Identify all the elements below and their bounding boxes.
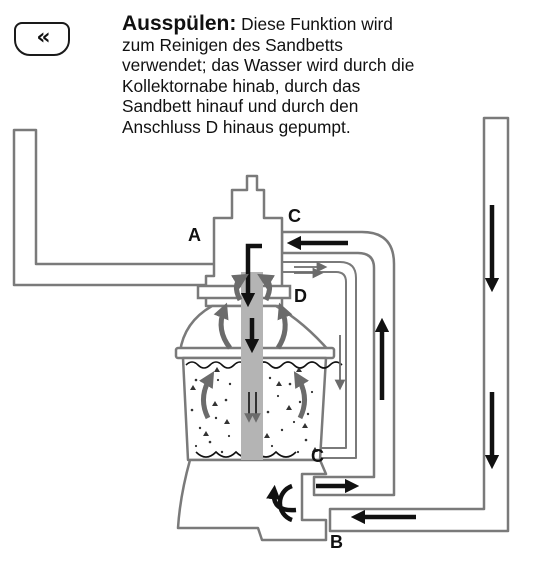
description-line-1: Ausspülen: Diese Funktion wird <box>122 12 482 35</box>
collector-hub <box>241 272 263 460</box>
flow-arrows-grey-thin <box>294 261 346 391</box>
double-chevron-left-icon: « <box>36 25 50 50</box>
pipe-b <box>328 116 510 533</box>
hub-down-arrows <box>244 392 261 423</box>
description-line-6: Anschluss D hinaus gepumpt. <box>122 116 351 137</box>
port-label-b: B <box>330 532 343 552</box>
pump-base <box>176 458 328 542</box>
description-line-5: Sandbett hinauf und durch den <box>122 96 359 116</box>
pump-curve-arrow <box>277 483 293 523</box>
pipe-c <box>280 230 396 497</box>
sand-bed <box>190 367 318 454</box>
port-label-d: D <box>294 286 307 306</box>
description-line-4: Kollektornabe hinab, durch das <box>122 75 361 96</box>
water-line <box>185 361 343 369</box>
description-line-2: zum Reinigen des Sandbetts <box>122 34 343 55</box>
flow-arrows-dark <box>240 205 500 525</box>
function-description: Ausspülen: Diese Funktion wird zum Reini… <box>122 12 482 137</box>
description-text-1: Diese Funktion wird <box>241 14 393 34</box>
port-label-c-bottom: C <box>311 446 324 466</box>
description-title: Ausspülen: <box>122 12 237 35</box>
back-button[interactable]: « <box>14 22 70 56</box>
pipe-a <box>12 128 224 287</box>
port-label-c-top: C <box>288 206 301 226</box>
port-label-a: A <box>188 225 201 245</box>
flow-arrows-grey <box>199 273 309 420</box>
description-line-3: verwendet; das Wasser wird durch die <box>122 55 415 75</box>
